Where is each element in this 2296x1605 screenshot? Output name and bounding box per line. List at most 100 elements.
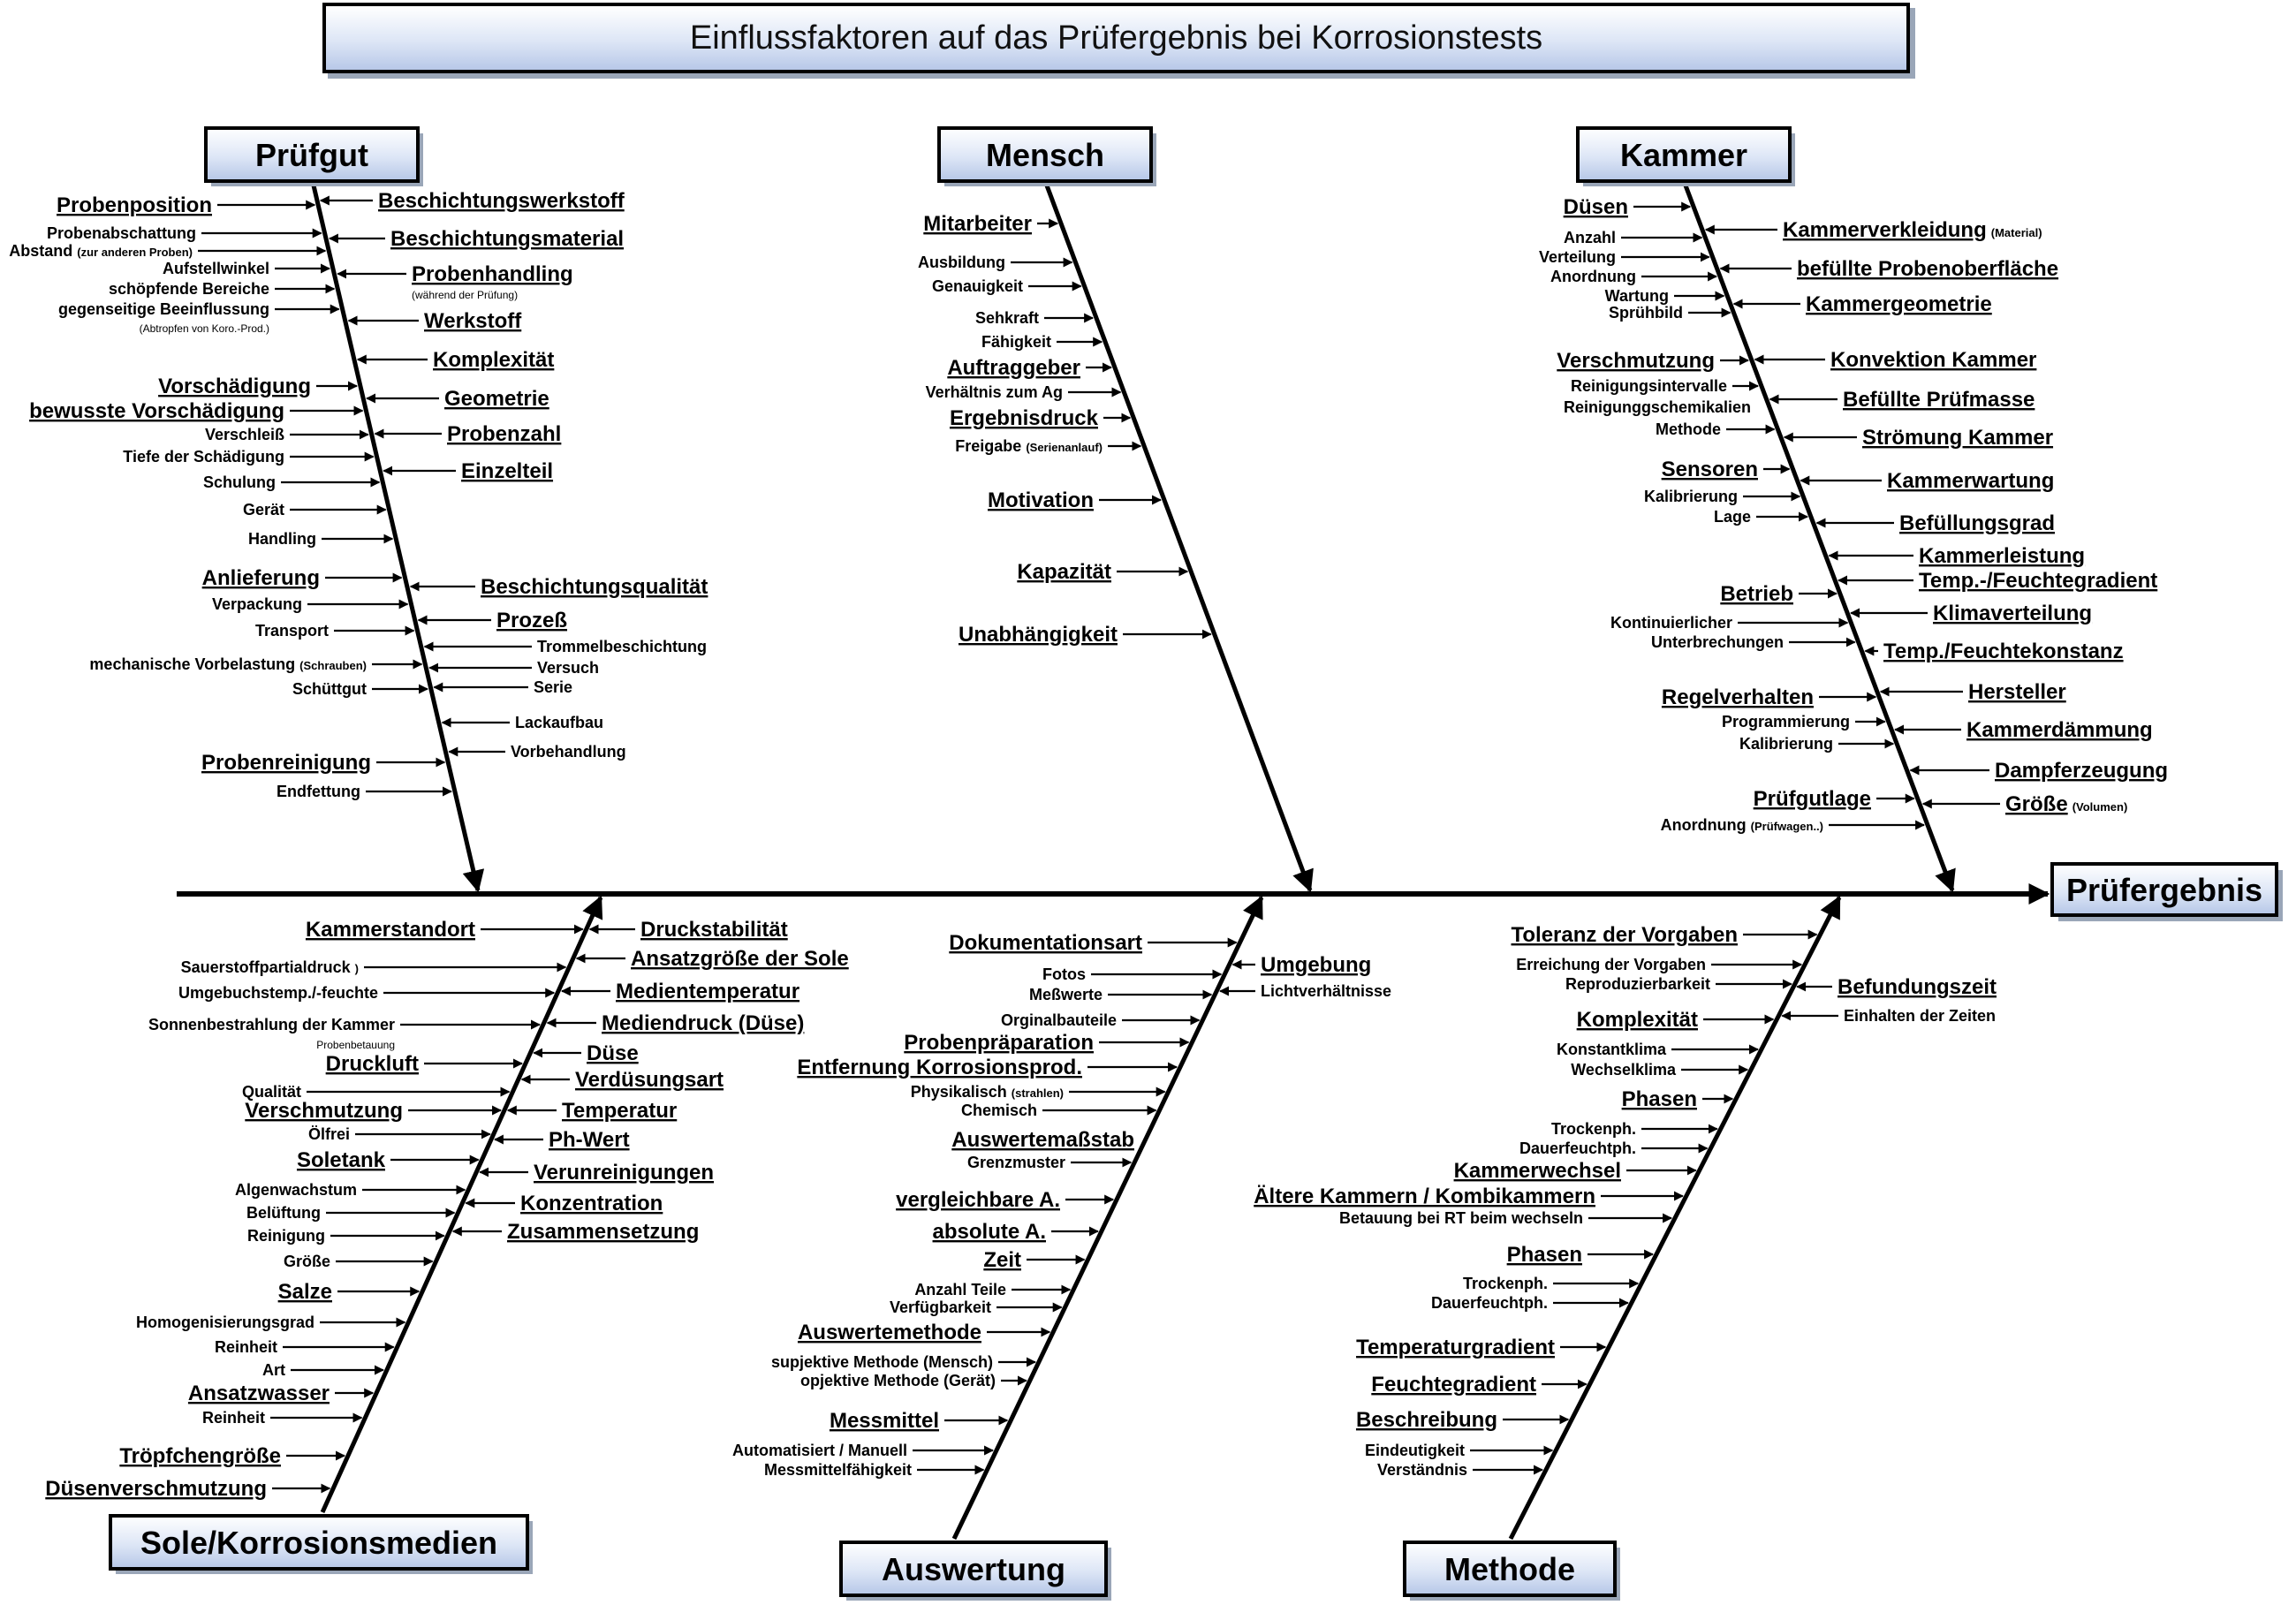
factor-text: Sensoren [1662, 458, 1758, 481]
factor-text: Werkstoff [424, 309, 522, 333]
factor-label: Düsenverschmutzung [45, 1477, 267, 1501]
factor-text: Meßwerte [1029, 986, 1103, 1003]
factor-label: Kontinuierlicher [1610, 614, 1732, 632]
factor-einzelteil: Einzelteil [461, 459, 553, 483]
factor-label: Düse [587, 1041, 639, 1065]
factor-mitarbeiter: Mitarbeiter [923, 212, 1032, 236]
factor-label: Prüfgutlage [1754, 787, 1871, 811]
factor-ausbildung: Ausbildung [918, 254, 1005, 271]
factor-label: Lichtverhältnisse [1261, 982, 1391, 1000]
box-frame [937, 126, 1153, 183]
factor-druckluft: Druckluft [326, 1052, 419, 1076]
factor-label: Umgebuchstemp./-feuchte [178, 984, 378, 1002]
factor-sensoren: Sensoren [1662, 458, 1758, 481]
factor-salze: Salze [278, 1280, 332, 1304]
factor-text: Verteilung [1539, 248, 1616, 266]
factor-dokumentationsart: Dokumentationsart [949, 931, 1142, 955]
factor-text: bewusste Vorschädigung [29, 399, 284, 423]
factor-groesse: Größe [284, 1253, 330, 1270]
factor-label: Ölfrei [308, 1125, 350, 1143]
bone-kammer [1683, 185, 1956, 893]
factor-messwerte: Meßwerte [1029, 986, 1103, 1003]
factor-zusammensetzung: Zusammensetzung [507, 1220, 699, 1244]
factor-label: Sprühbild [1609, 304, 1683, 322]
factor-text: Wechselklima [1571, 1061, 1677, 1079]
factor-label: Fähigkeit [981, 333, 1051, 351]
factor-label: Druckluft [326, 1052, 419, 1076]
factor-text: Ansatzwasser [188, 1382, 330, 1405]
factor-text: Anzahl [1564, 229, 1616, 246]
factor-label: Physikalisch(strahlen) [911, 1083, 1064, 1101]
factor-regelverhalten: Regelverhalten [1662, 685, 1814, 709]
factor-text: Befüllungsgrad [1899, 511, 2055, 535]
factor-phasen: Phasen [1622, 1087, 1697, 1111]
factor-label: Unabhängigkeit [959, 623, 1118, 647]
factor-text: Grenzmuster [967, 1154, 1065, 1171]
factor-label: Konzentration [520, 1192, 663, 1215]
factor-text: Zusammensetzung [507, 1220, 699, 1244]
factor-orginalbauteile: Orginalbauteile [1001, 1011, 1117, 1029]
factor-auswertemassstab: Auswertemaßstab [951, 1128, 1134, 1152]
factor-label: Ältere Kammern / Kombikammern [1254, 1185, 1595, 1208]
factor-spruehbild: Sprühbild [1609, 304, 1683, 322]
factor-text: Anzahl Teile [914, 1281, 1006, 1298]
factor-entfernung-korrosionsprod: Entfernung Korrosionsprod. [797, 1056, 1082, 1079]
factor-label: Sonnenbestrahlung der Kammer [148, 1016, 395, 1033]
factor-reinigung: Reinigung [247, 1227, 325, 1245]
factor-messmittelfaehigkeit: Messmittelfähigkeit [764, 1461, 912, 1479]
factor-text: Schüttgut [292, 680, 367, 698]
factor-transport: Transport [255, 622, 329, 640]
factor-label: Genauigkeit [932, 277, 1023, 295]
factor-label: Gerät [243, 501, 284, 519]
factor-text: Verständnis [1377, 1461, 1467, 1479]
category-label: Auswertung [882, 1551, 1065, 1587]
factor-label: Temperaturgradient [1356, 1336, 1555, 1359]
factor-text: Probenzahl [447, 422, 561, 446]
factor-text: befüllte Probenoberfläche [1797, 257, 2058, 281]
factor-text: Kammerleistung [1919, 544, 2085, 568]
factor-text: Kammergeometrie [1806, 292, 1992, 316]
factor-text: Wartung [1605, 287, 1669, 305]
factor-ansatzwasser: Ansatzwasser [188, 1382, 330, 1405]
factor-note: (Material) [1991, 226, 2042, 239]
factor-verschmutzung: Verschmutzung [245, 1099, 403, 1123]
factor-probenreinigung: Probenreinigung [201, 751, 371, 775]
factor-label: Soletank [297, 1148, 386, 1172]
factor-stroemung-kammer: Strömung Kammer [1862, 426, 2053, 450]
factor-pruefgutlage: Prüfgutlage [1754, 787, 1871, 811]
factor-dauerfeuchtph: Dauerfeuchtph. [1431, 1294, 1548, 1312]
factor-note: (Serienanlauf) [1026, 441, 1103, 454]
factor-label: Sehkraft [975, 309, 1039, 327]
factor-label: Tiefe der Schädigung [123, 448, 284, 466]
factor-label: Freigabe(Serienanlauf) [955, 437, 1103, 455]
factor-text: Probenreinigung [201, 751, 371, 775]
box-frame [839, 1541, 1108, 1597]
factor-feuchtegradient: Feuchtegradient [1371, 1373, 1536, 1397]
factor-sonnenbestrahlung-der-kammer: Sonnenbestrahlung der Kammer [148, 1016, 395, 1033]
factor-label: (Abtropfen von Koro.-Prod.) [140, 322, 269, 335]
category-box-pruefgut: Prüfgut [204, 126, 423, 186]
factor-label: Anzahl [1564, 229, 1616, 246]
factor-label: Wartung [1605, 287, 1669, 305]
factor-text: Sonnenbestrahlung der Kammer [148, 1016, 395, 1033]
factor-note: (Volumen) [2072, 800, 2128, 814]
factor-label: Konvektion Kammer [1830, 348, 2036, 372]
bone-pruefgut [311, 185, 485, 893]
factor-text: Motivation [988, 488, 1094, 512]
factor-text: Aufstellwinkel [163, 260, 269, 277]
factor-text: Trommelbeschichtung [537, 638, 707, 655]
factor-text: Reinheit [202, 1409, 265, 1427]
factor-note: ) [355, 962, 359, 975]
factor-text: Homogenisierungsgrad [136, 1314, 314, 1331]
factor-text: Probenhandling [412, 262, 573, 286]
bone-auswertung [951, 895, 1264, 1541]
factor-text: Regelverhalten [1662, 685, 1814, 709]
factor-text: Konvektion Kammer [1830, 348, 2036, 372]
factor-label: Kammerwartung [1887, 469, 2054, 493]
effect-label: Prüfergebnis [2066, 872, 2262, 908]
factor-label: Ergebnisdruck [950, 406, 1099, 430]
factor-abtropfen-von-koro-prod: (Abtropfen von Koro.-Prod.) [140, 322, 269, 335]
factor-label: Zusammensetzung [507, 1220, 699, 1244]
factor-label: Probenbetauung [316, 1039, 395, 1051]
